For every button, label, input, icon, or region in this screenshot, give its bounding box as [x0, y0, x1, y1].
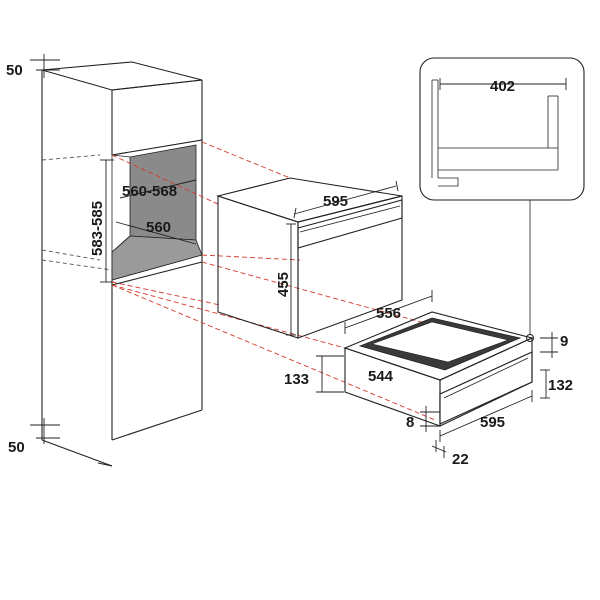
oven-width-dimension: 595 — [293, 180, 399, 219]
bottom-gap-dimension: 50 — [8, 418, 60, 456]
niche-depth-dimension: 560-568 — [119, 179, 197, 200]
drawer-side-dimension: 22 — [431, 440, 469, 468]
oven — [216, 177, 403, 339]
drawer-front-height-label: 132 — [548, 377, 573, 394]
drawer-inner-label: 544 — [368, 368, 394, 385]
column-cabinet — [41, 61, 203, 467]
detail-depth-label: 402 — [490, 78, 515, 95]
oven-width-label: 595 — [323, 193, 348, 210]
warming-drawer — [343, 311, 534, 427]
oven-height-dimension: 455 — [275, 223, 296, 336]
drawer-inner-dimension: 544 — [368, 368, 394, 385]
oven-height-label: 455 — [275, 272, 292, 297]
top-gap-dimension: 50 — [6, 54, 60, 79]
drawer-height-dimension: 133 — [284, 355, 344, 393]
niche-height-dimension: 583-585 — [89, 159, 114, 283]
drawer-bottom-gap-label: 8 — [406, 414, 414, 431]
drawer-bottom-gap-dimension: 8 — [406, 406, 440, 432]
drawer-height-label: 133 — [284, 371, 309, 388]
niche-width-label: 560 — [146, 219, 171, 236]
niche-height-label: 583-585 — [89, 201, 106, 256]
drawer-top-gap-dimension: 9 — [540, 332, 568, 358]
drawer-depth-label: 556 — [376, 305, 401, 322]
top-gap-label: 50 — [6, 62, 23, 79]
drawer-depth-dimension: 556 — [344, 290, 433, 334]
drawer-side-label: 22 — [452, 451, 469, 468]
drawer-top-gap-label: 9 — [560, 333, 568, 350]
drawer-width-label: 595 — [480, 414, 505, 431]
niche-width-dimension: 560 — [115, 219, 197, 245]
detail-inset: 402 — [419, 57, 585, 342]
bottom-gap-label: 50 — [8, 439, 25, 456]
drawer-front-height-dimension: 132 — [540, 369, 573, 399]
drawer-width-dimension: 595 — [439, 390, 533, 442]
niche-floor — [111, 235, 203, 281]
niche-depth-label: 560-568 — [122, 183, 177, 200]
